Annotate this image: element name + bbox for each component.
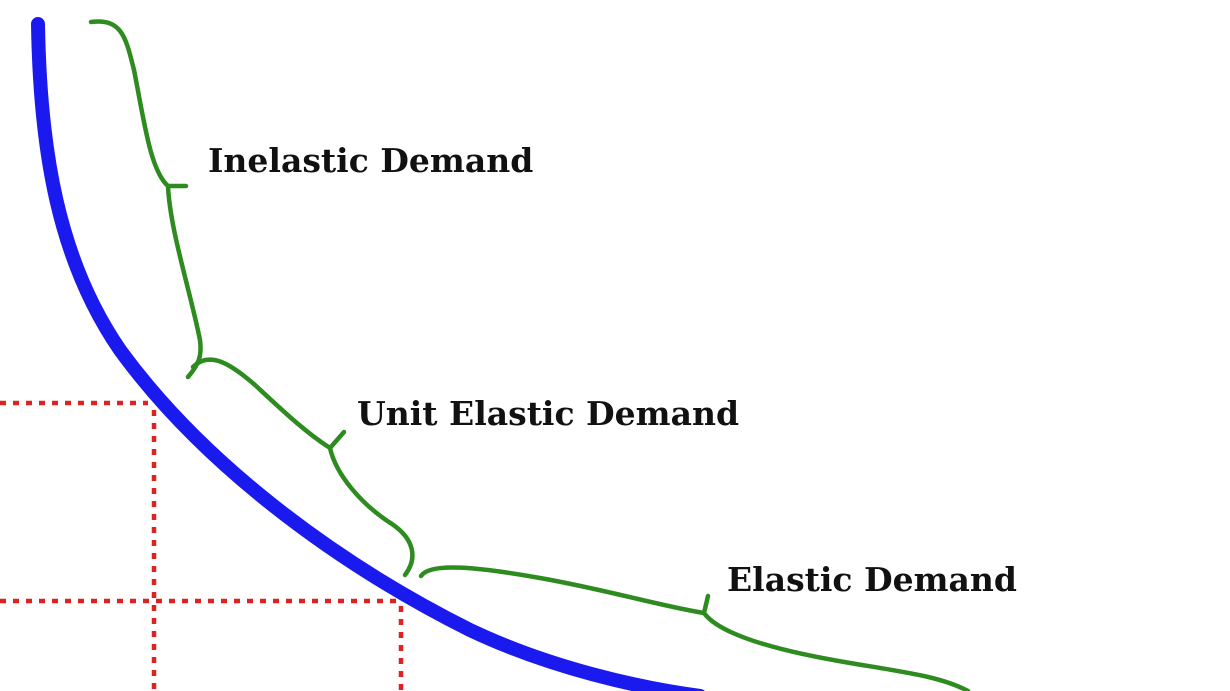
braces — [88, 19, 971, 691]
inelastic-demand-label: Inelastic Demand — [208, 141, 533, 180]
elastic-brace — [418, 565, 971, 691]
unit-elastic-demand-label: Unit Elastic Demand — [357, 394, 739, 433]
demand-curve — [31, 17, 705, 691]
elastic-demand-label: Elastic Demand — [727, 560, 1017, 599]
guide-lines — [0, 400, 404, 691]
unit-elastic-brace — [190, 357, 415, 578]
